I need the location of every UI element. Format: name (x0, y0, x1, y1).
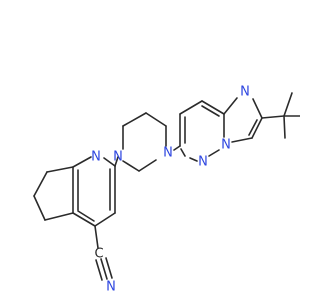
piperazine-nitrogen-left-label: N (113, 150, 123, 165)
pyridine-nitrogen-label: N (91, 150, 101, 165)
background (0, 0, 300, 300)
molecule-canvas: N N N N N N C N (0, 0, 300, 300)
bond-tbu-center (261, 115, 285, 119)
bond-pip-b (122, 112, 147, 127)
bond-cn-a (94, 225, 99, 249)
bond-py-e-double (77, 210, 95, 222)
bond-pip-c (145, 112, 167, 127)
bond-cp1 (46, 166, 74, 173)
bond-py-b (103, 157, 116, 167)
nitrile-carbon-label: C (94, 247, 103, 262)
bond-cp4 (44, 212, 74, 221)
bond-pz-g (189, 157, 198, 162)
bond-py-e (72, 212, 96, 227)
bond-im-d (231, 137, 253, 143)
bond-tbu-down (283, 115, 286, 139)
bond-pz-c-double (201, 105, 220, 117)
bond-pip-e (138, 159, 157, 172)
bond-cp3 (33, 195, 46, 221)
bond-im-b (252, 98, 263, 119)
bond-tbu-up (283, 92, 293, 117)
imidazo-bridge-nitrogen-label: N (221, 138, 231, 153)
bond-cn-triple-3 (95, 259, 103, 281)
bond-py-a (72, 156, 92, 168)
bond-cp2 (33, 171, 48, 197)
nitrile-nitrogen-label: N (106, 280, 116, 295)
bond-im-c-double (248, 119, 258, 136)
atom-label-layer: N N N N N N C N (91, 85, 250, 295)
bond-im-c (251, 117, 263, 139)
bond-layer (33, 92, 300, 281)
bond-cn-triple-2 (105, 257, 113, 279)
piperazine-nitrogen-right-label: N (163, 146, 173, 161)
bond-pz-b (179, 100, 203, 115)
bond-py-d (94, 212, 116, 227)
bond-pz-c (201, 100, 225, 115)
bond-pz-e (208, 149, 220, 157)
structure-diagram: N N N N N N C N (0, 0, 300, 300)
bond-py-pip (114, 156, 119, 167)
imidazo-nitrogen-top-label: N (240, 85, 250, 100)
bond-cn-triple-1 (100, 258, 108, 280)
bond-pip-pyridazine (173, 145, 181, 151)
bond-pz-f (180, 148, 186, 157)
bond-im-a (223, 97, 238, 115)
pyridazine-nitrogen-bottom-label: N (198, 155, 208, 170)
bond-pip-f (122, 160, 140, 172)
